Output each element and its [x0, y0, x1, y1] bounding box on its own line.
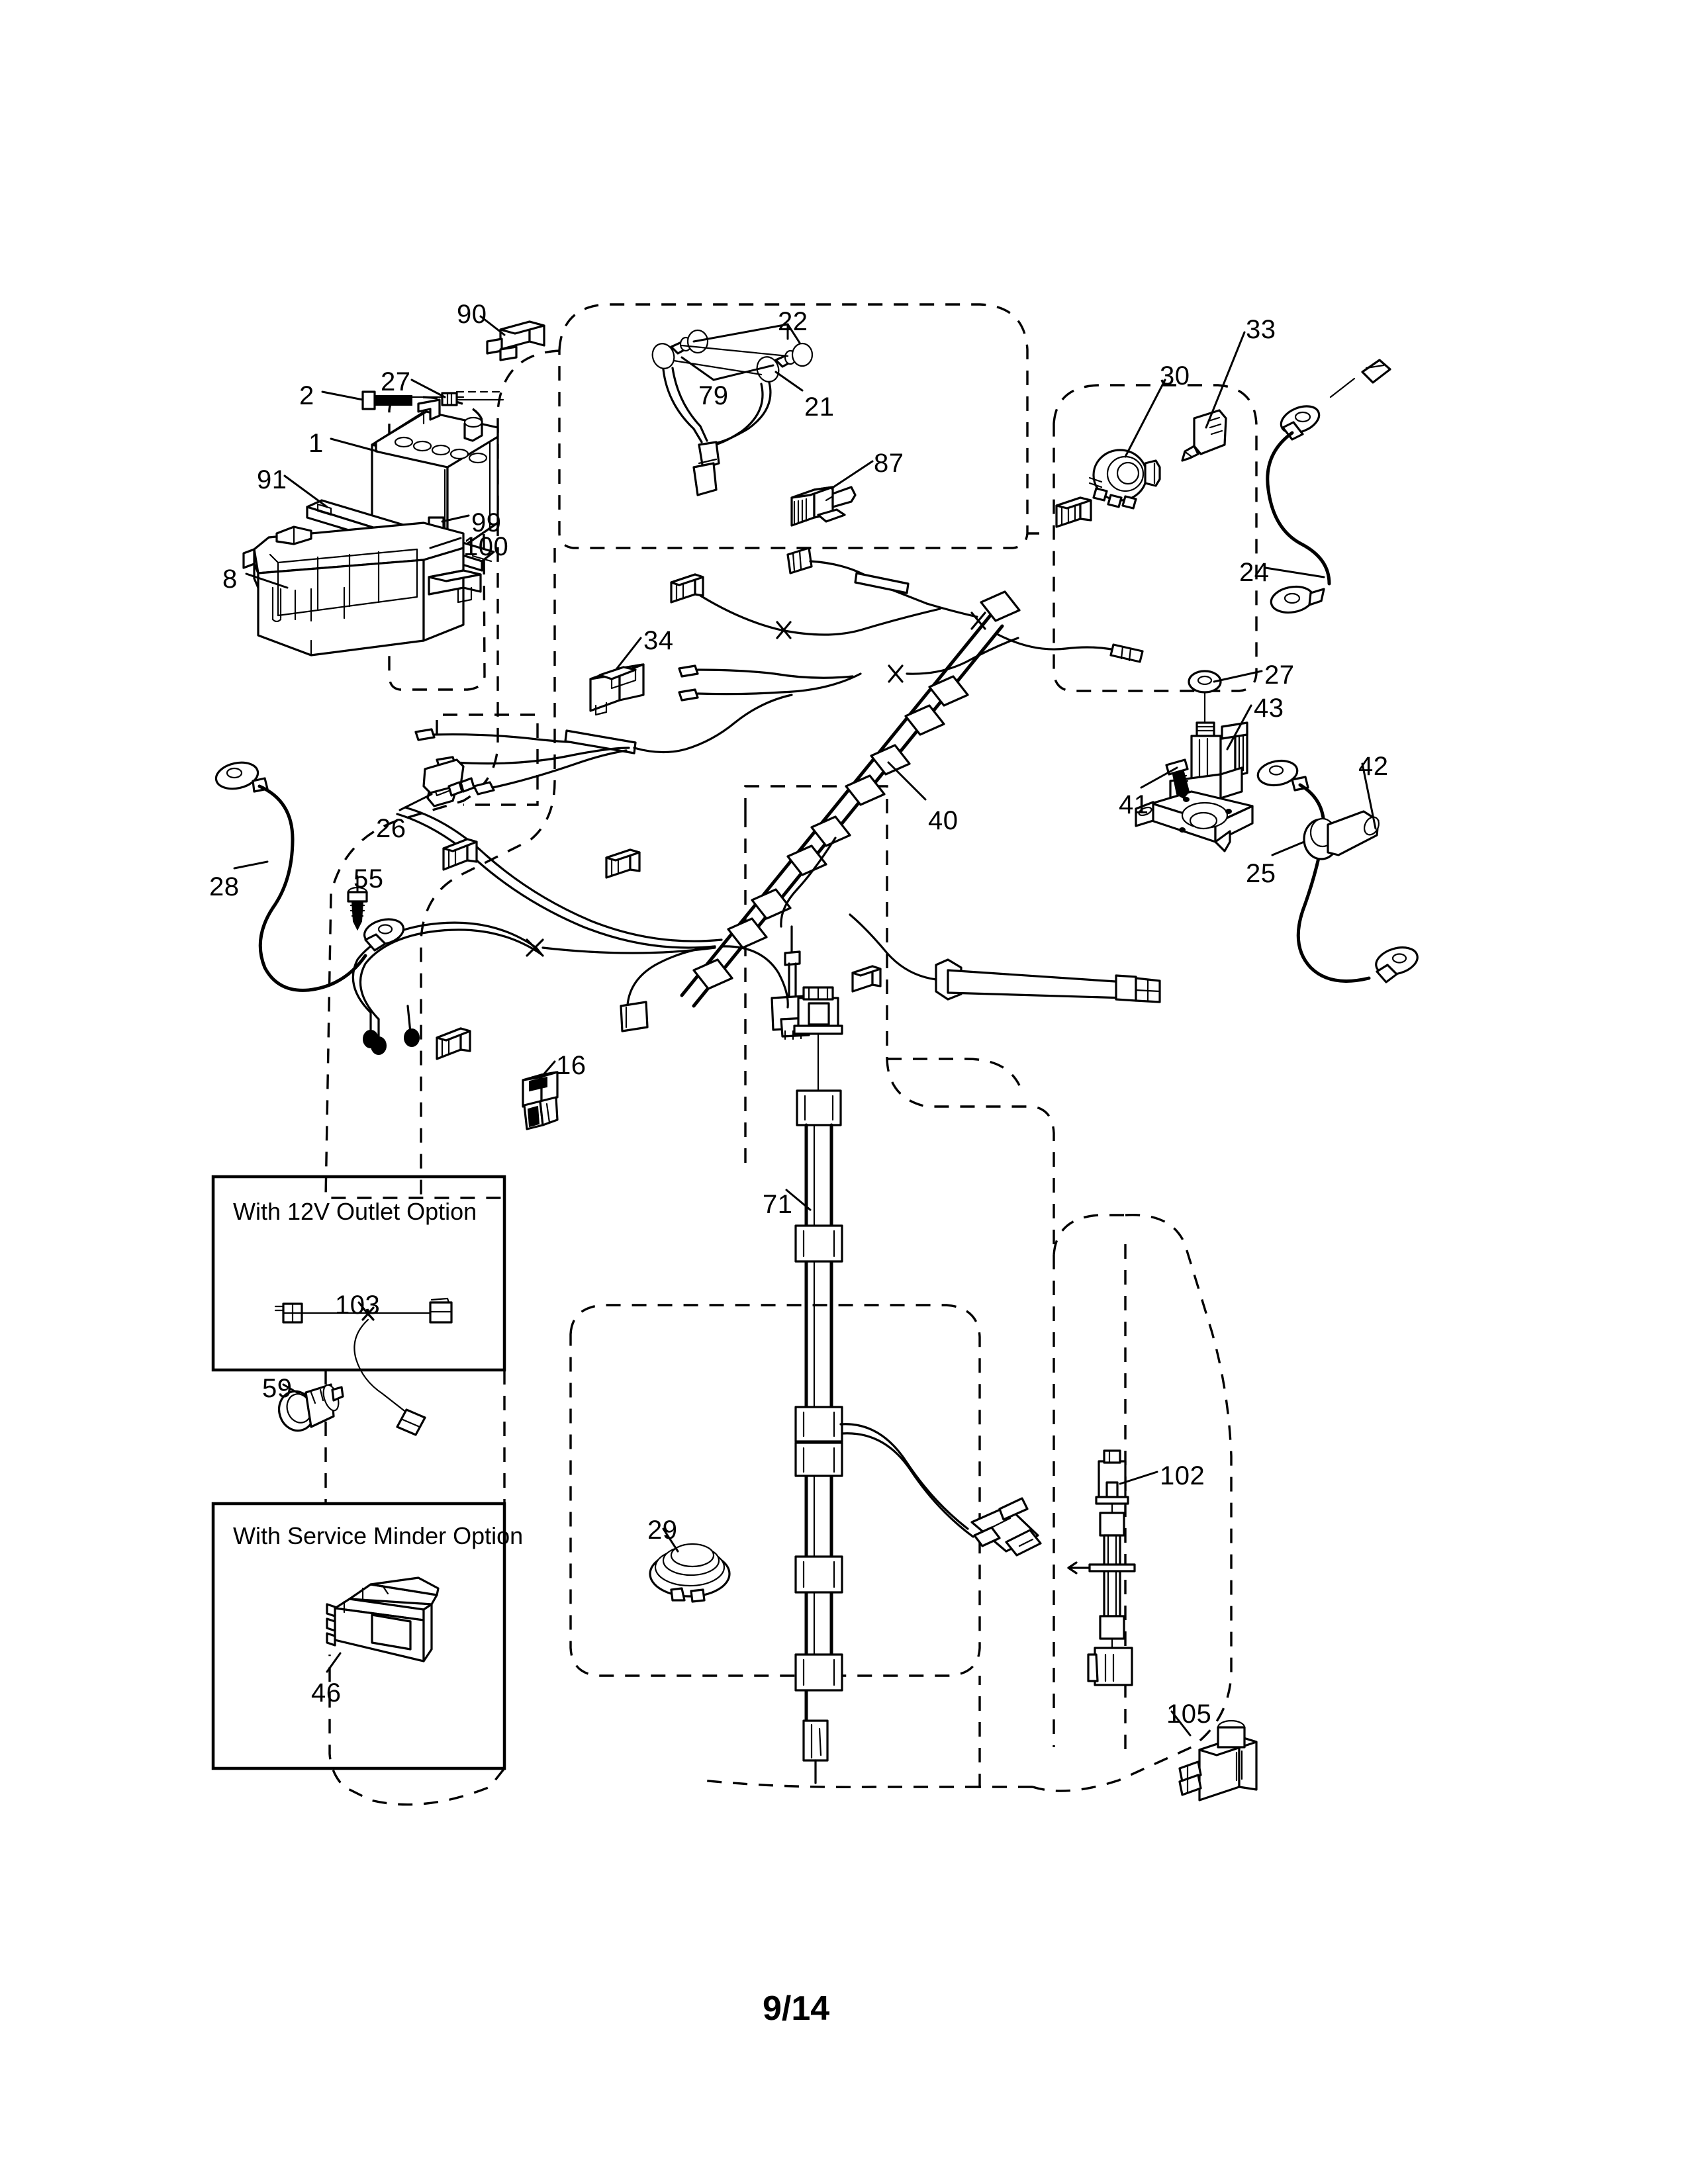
part-29-plug	[649, 1543, 731, 1603]
part-43-solenoid	[1135, 721, 1254, 852]
callout-27-battery: 27	[381, 367, 411, 396]
part-55-screw	[347, 886, 368, 931]
callout-59: 59	[262, 1374, 293, 1403]
part-105-relay	[1178, 1719, 1258, 1801]
callout-33: 33	[1246, 315, 1276, 344]
callout-79: 79	[698, 381, 729, 410]
callout-21: 21	[804, 392, 835, 422]
inset-box-borders	[211, 1175, 506, 1770]
harness-connector-upper-right	[1055, 496, 1092, 528]
part-25-battery-cable	[1256, 759, 1419, 983]
part-42-terminal-boot	[1303, 810, 1380, 860]
callout-55: 55	[353, 864, 384, 893]
callout-25: 25	[1246, 859, 1276, 888]
part-30-ignition-switch	[1088, 449, 1161, 510]
callout-8: 8	[222, 565, 238, 594]
part-26-fuse	[422, 758, 475, 797]
callout-leader-lines	[233, 315, 1377, 1737]
part-28-ground-cable	[214, 761, 405, 992]
callout-29: 29	[647, 1516, 678, 1545]
callout-27-solenoid: 27	[1264, 660, 1295, 690]
callout-91: 91	[257, 465, 287, 494]
part-27-nut-battery	[441, 390, 504, 406]
dashed-zone-outlines	[324, 303, 1258, 1806]
part-24-battery-cable	[1266, 359, 1391, 614]
callout-26: 26	[376, 814, 406, 843]
callout-71: 71	[763, 1190, 793, 1219]
inset-title-service-minder: With Service Minder Option	[233, 1522, 524, 1549]
callout-42: 42	[1358, 752, 1389, 781]
callout-99: 99	[471, 508, 502, 537]
part-71-vertical-harness	[793, 986, 1042, 1784]
part-16-switch	[522, 1071, 559, 1130]
part-102-cable-assembly	[1067, 1449, 1136, 1686]
callout-102: 102	[1160, 1461, 1205, 1490]
callout-24: 24	[1239, 558, 1270, 587]
inset-12v-content	[274, 1297, 453, 1436]
inset-title-12v-outlet: With 12V Outlet Option	[233, 1198, 477, 1225]
inset-service-minder-content	[326, 1576, 440, 1662]
part-1-battery	[371, 398, 499, 559]
callout-2: 2	[299, 381, 314, 410]
callout-28: 28	[209, 872, 240, 901]
callout-34: 34	[643, 626, 674, 655]
callout-40: 40	[928, 806, 959, 835]
callout-43: 43	[1254, 694, 1284, 723]
callout-105: 105	[1166, 1700, 1212, 1729]
part-79-headlight-harness	[651, 329, 814, 496]
part-34-switch	[589, 663, 645, 716]
callout-1: 1	[308, 429, 324, 458]
part-33-key	[1181, 409, 1227, 462]
callout-46: 46	[311, 1678, 342, 1707]
part-8-battery-box	[242, 522, 482, 657]
callout-22: 22	[778, 307, 808, 336]
part-87-switch	[790, 486, 857, 527]
part-27-nut-solenoid	[1188, 670, 1222, 727]
callout-30: 30	[1160, 361, 1190, 390]
callout-87: 87	[874, 449, 904, 478]
callout-41: 41	[1119, 790, 1149, 819]
part-40-wiring-harness	[352, 547, 1161, 1060]
callout-100: 100	[463, 532, 509, 561]
part-90-connector	[486, 320, 545, 361]
callout-90: 90	[457, 300, 487, 329]
callout-16: 16	[556, 1051, 586, 1080]
page-number: 9/14	[763, 1989, 830, 2028]
callout-103: 103	[335, 1291, 381, 1320]
